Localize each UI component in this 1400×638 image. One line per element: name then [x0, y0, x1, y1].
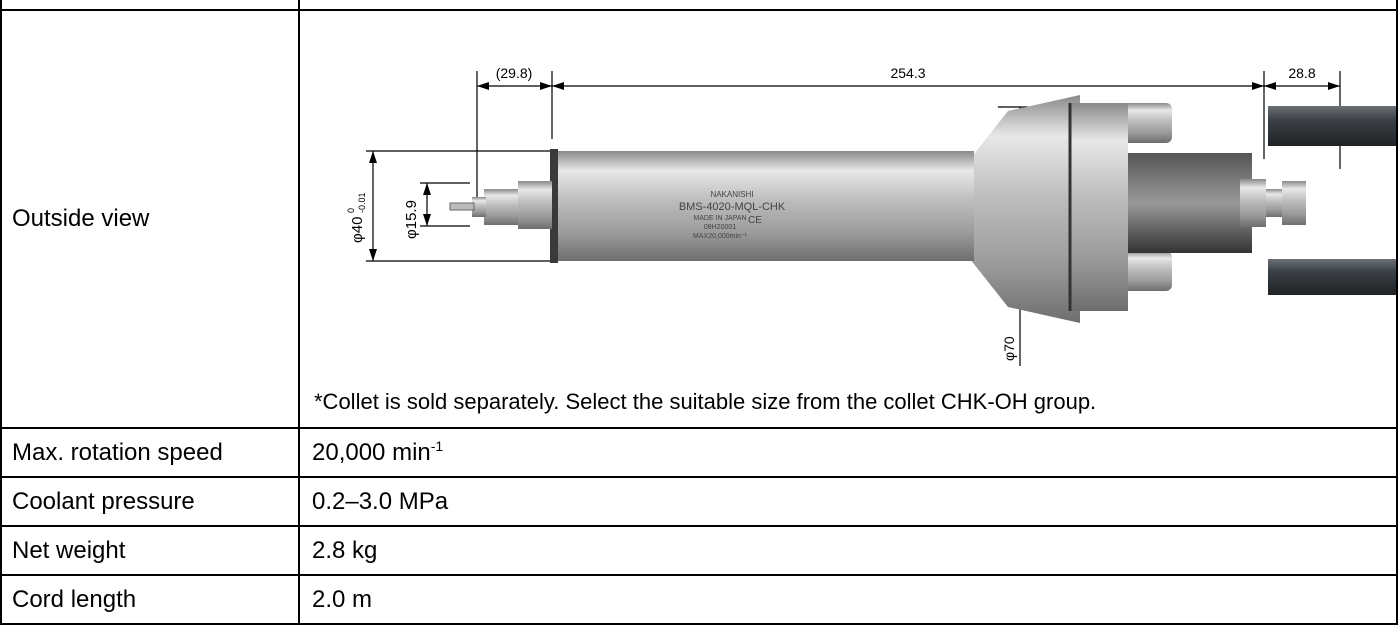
nose-collar — [518, 181, 552, 229]
rear-connector — [1282, 181, 1306, 225]
top-strip-label-cell — [0, 0, 300, 11]
product-marking: NAKANISHI BMS-4020-MQL-CHK MADE IN JAPAN… — [679, 190, 786, 240]
body-length-label: 254.3 — [890, 65, 925, 81]
origin-mark: MADE IN JAPAN — [693, 215, 746, 222]
housing-diameter-label: φ70 — [1001, 336, 1017, 361]
model-mark: BMS-4020-MQL-CHK — [679, 201, 786, 213]
spindle-body — [449, 95, 1396, 323]
spindle-drawing: NAKANISHI BMS-4020-MQL-CHK MADE IN JAPAN… — [346, 65, 1396, 366]
brand-mark: NAKANISHI — [710, 190, 753, 199]
collet-nut — [484, 189, 518, 225]
coolant-pressure-value: 0.2–3.0 MPa — [298, 476, 1398, 527]
cord-length-label: Cord length — [0, 574, 300, 625]
front-ring — [550, 149, 558, 263]
cord-length-value: 2.0 m — [298, 574, 1398, 625]
svg-text:φ70: φ70 — [1001, 336, 1017, 361]
outside-view-label: Outside view — [0, 9, 300, 429]
serial-mark: 08H20001 — [704, 224, 736, 231]
rear-unit — [1112, 153, 1252, 253]
top-strip-value-cell — [298, 0, 1398, 11]
net-weight-row: Net weight 2.8 kg — [0, 525, 1398, 576]
rear-nut — [1240, 179, 1266, 227]
net-weight-label: Net weight — [0, 525, 300, 576]
max-rotation-speed-value: 20,000 min-1 — [298, 427, 1398, 478]
main-body — [554, 151, 974, 261]
max-rotation-speed-label: Max. rotation speed — [0, 427, 300, 478]
ce-mark: CE — [748, 215, 762, 226]
collet-nose — [472, 197, 486, 217]
svg-text:0: 0 — [346, 208, 356, 213]
max-rotation-speed-number: 20,000 min — [312, 438, 431, 466]
svg-text:-0.01: -0.01 — [357, 192, 367, 213]
outside-view-row: Outside view — [0, 9, 1398, 429]
cord-length-row: Cord length 2.0 m — [0, 574, 1398, 625]
max-rotation-speed-exponent: -1 — [430, 437, 444, 454]
nose-diameter-label: φ15.9 — [403, 200, 420, 239]
spec-table: Outside view — [0, 0, 1398, 625]
housing-block — [1070, 103, 1128, 311]
dimension-labels: (29.8) 254.3 28.8 φ40 0 -0.01 φ15.9 φ70 — [346, 65, 1316, 361]
svg-text:φ15.9: φ15.9 — [403, 200, 420, 239]
collet-note: *Collet is sold separately. Select the s… — [314, 389, 1097, 414]
tool-shank — [449, 202, 475, 211]
coolant-pressure-label: Coolant pressure — [0, 476, 300, 527]
max-speed-mark: MAX20,000min⁻¹ — [693, 233, 748, 240]
housing-cone — [970, 95, 1080, 323]
net-weight-value: 2.8 kg — [298, 525, 1398, 576]
nose-length-label: (29.8) — [496, 65, 533, 81]
upper-cable — [1268, 106, 1396, 146]
body-diameter-label: φ40 0 -0.01 — [346, 192, 367, 243]
svg-text:φ40: φ40 — [349, 217, 366, 243]
lower-cable — [1268, 259, 1396, 295]
outside-view-cell: NAKANISHI BMS-4020-MQL-CHK MADE IN JAPAN… — [298, 9, 1398, 429]
coolant-pressure-row: Coolant pressure 0.2–3.0 MPa — [0, 476, 1398, 527]
top-strip-row — [0, 0, 1398, 11]
end-length-label: 28.8 — [1288, 65, 1315, 81]
rear-nipple — [1266, 189, 1282, 217]
max-rotation-speed-row: Max. rotation speed 20,000 min-1 — [0, 427, 1398, 478]
